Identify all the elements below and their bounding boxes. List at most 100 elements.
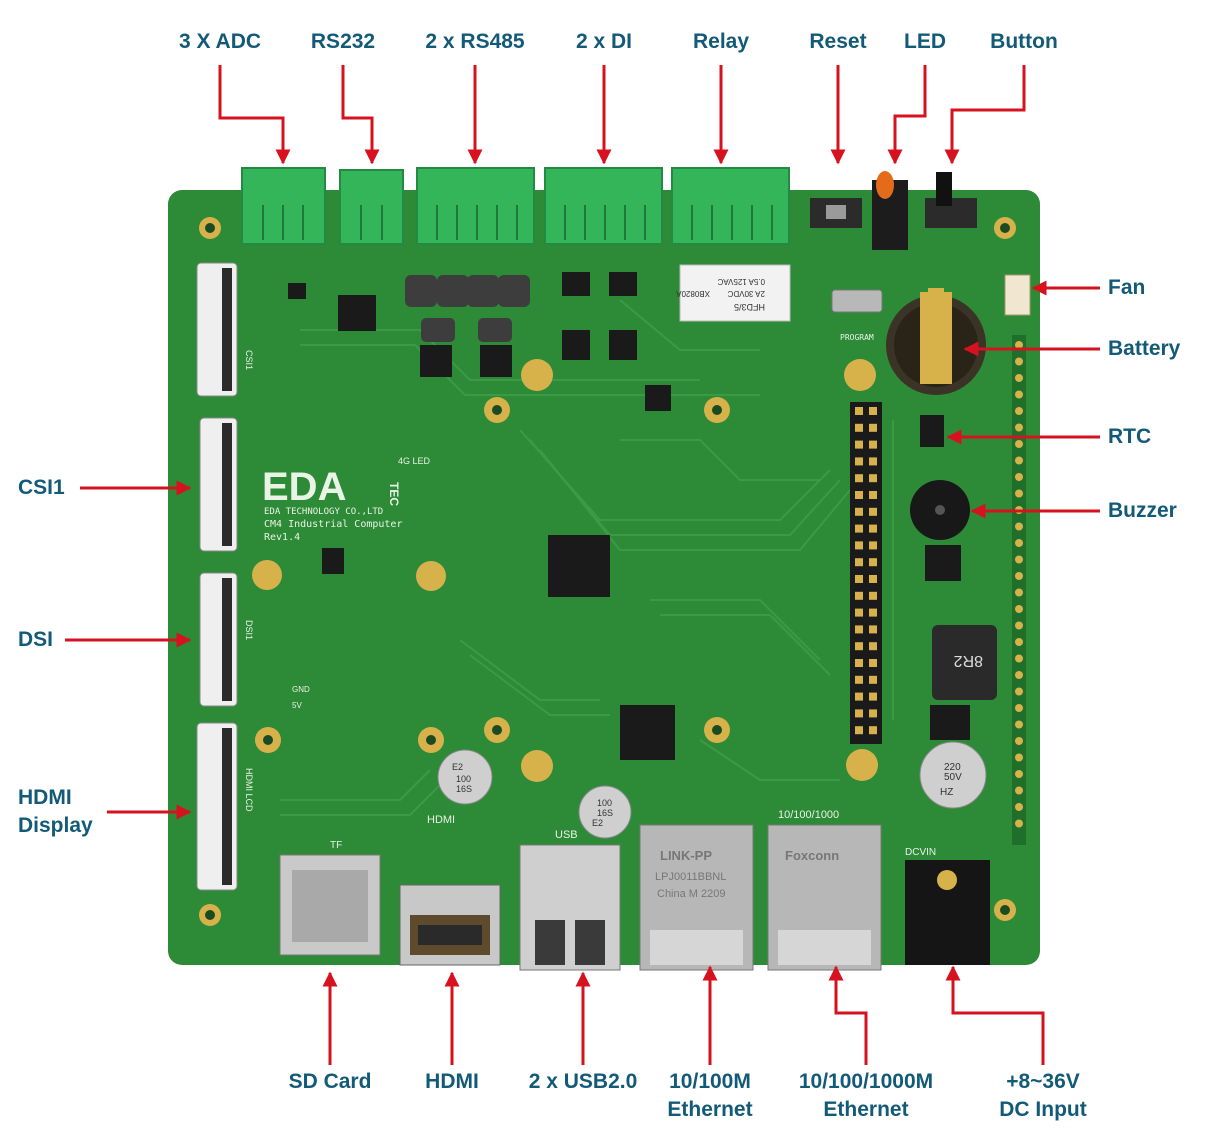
silkscreen: EDA TEC EDA TECHNOLOGY CO.,LTD CM4 Indus… [244,333,983,858]
reset-switch [810,198,862,228]
relay-code: XB0820A [676,289,710,298]
label-fan: Fan [1108,276,1146,299]
eth1-origin: China M 2209 [657,888,726,900]
gpio-pin [869,491,877,499]
gpio-pin [855,642,863,651]
arrow-adc [218,65,291,165]
status-led [872,171,908,250]
side-header-pin [1015,819,1023,828]
silk-5v: 5V [292,701,302,710]
product-name: CM4 Industrial Computer [264,519,402,530]
gpio-header [850,402,882,744]
side-header-pin [1015,737,1023,745]
side-header-pin [1015,374,1023,382]
dc-jack [905,860,990,965]
label-rtc: RTC [1108,425,1152,448]
silk-10-100-1000: 10/100/1000 [778,809,839,821]
side-header-pin [1015,753,1023,762]
side-header-pin [1015,473,1023,481]
label-led: LED [904,30,946,53]
gpio-pin [855,591,863,600]
arrow-button [944,65,1026,165]
silk-usb: USB [555,829,578,841]
gpio-pin [869,625,877,634]
side-header-pin [1015,522,1023,531]
board-logo-sub: TEC [387,482,401,506]
gpio-pin [869,507,877,516]
arrow-rs232 [341,65,380,165]
side-header-pin [1015,407,1023,415]
label-usb: 2 x USB2.0 [528,1070,638,1093]
gpio-pin [855,575,863,583]
side-header-pin [1015,489,1023,498]
silk-dcvin: DCVIN [905,847,936,858]
component-markings: HFD3/5 2A 30VDC 0.5A 125VAC XB0820A LINK… [452,277,953,900]
label-sd-card: SD Card [288,1070,372,1093]
hdmi-port [399,884,501,966]
label-buzzer: Buzzer [1108,499,1177,522]
battery-holder [886,288,986,395]
side-header-pin [1015,357,1023,366]
side-header-pin [1015,555,1023,564]
side-header-pin [1015,539,1023,547]
label-rs485: 2 x RS485 [425,30,525,53]
gpio-pin [855,457,863,466]
gpio-pin [869,474,877,483]
inductors [405,275,530,342]
arrow-led [887,65,927,165]
standoff-pads [252,359,878,782]
label-eth100: 10/100M Ethernet [667,1070,753,1121]
gpio-pin [855,507,863,516]
gpio-pin [869,659,877,667]
power-inductor [932,625,997,700]
gpio-pin [855,709,863,718]
side-header-pin [1015,671,1023,679]
relay-rating-1: 2A 30VDC [727,289,765,298]
arrow-eth1000 [828,965,868,1065]
fan-header [1004,274,1031,316]
side-header-pin [1015,786,1023,795]
gpio-pin [855,558,863,567]
gpio-pin [869,675,877,684]
side-header-pin [1015,803,1023,811]
gpio-pin [869,709,877,718]
side-header-pin [1015,638,1023,646]
label-battery: Battery [1108,337,1181,360]
gpio-pin [869,524,877,533]
label-di: 2 x DI [575,30,633,53]
usb-port [519,844,621,971]
gpio-pin [855,726,863,735]
rj45-1000m [767,824,882,971]
silk-gnd: GND [292,685,310,694]
eth2-brand: Foxconn [785,848,839,863]
eth1-model: LPJ0011BBNL [655,871,726,883]
gpio-pin [869,541,877,550]
side-header-pin [1015,687,1023,696]
fpc-connectors [196,262,238,891]
gpio-pin [869,692,877,701]
gpio-pin [869,558,877,567]
relay-model: HFD3/5 [734,302,765,312]
chips [288,272,970,760]
board-logo: EDA [262,465,346,509]
terminal-blocks [241,167,790,245]
label-hdmi: HDMI [425,1070,479,1093]
rj45-100m [639,824,754,971]
label-relay: Relay [692,30,750,53]
label-adc: 3 X ADC [178,30,262,53]
gpio-pin [869,440,877,449]
side-header-pin [1015,605,1023,613]
label-csi1: CSI1 [18,476,65,499]
gpio-pin [855,474,863,483]
label-dsi: DSI [18,628,54,651]
gpio-pin [855,608,863,617]
gpio-pin [855,675,863,684]
gpio-pin [869,608,877,617]
label-reset: Reset [809,30,867,53]
gpio-pin [869,423,877,432]
electrolytic-capacitors [437,741,987,839]
label-dc-input: +8~36V DC Input [999,1070,1087,1121]
cap2-code: E2 [592,818,603,828]
